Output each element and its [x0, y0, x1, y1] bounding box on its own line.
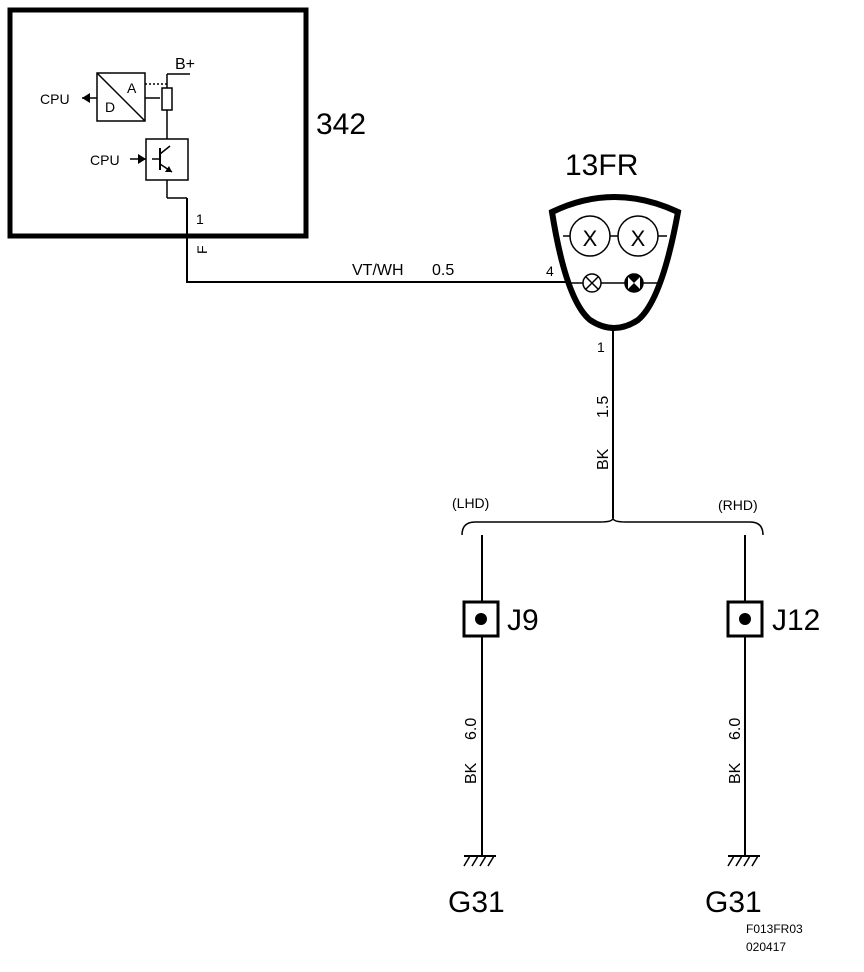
adc-label-d: D [105, 99, 115, 115]
date-code: 020417 [746, 940, 786, 954]
figure-code: F013FR03 [746, 922, 803, 936]
adc-label-a: A [127, 80, 137, 96]
lamp-pin-in: 4 [546, 263, 554, 279]
bulb-left-symbol: X [583, 226, 598, 251]
branch-right-label: (RHD) [718, 497, 758, 513]
splice-left-label: J9 [507, 604, 539, 637]
left-wire-size: 6.0 [463, 718, 480, 740]
signal-wire-color: VT/WH [352, 262, 404, 279]
right-wire-size: 6.0 [727, 718, 744, 740]
ground-left-icon [463, 855, 496, 867]
ground-left-label: G31 [448, 886, 505, 919]
lamp-housing [548, 194, 682, 331]
ground-trunk-size: 1.5 [595, 396, 612, 418]
lamp-13fr: X X [548, 194, 682, 331]
branch-left-label: (LHD) [452, 495, 489, 511]
adc-block: A D [96, 72, 146, 122]
bulb-left-icon [569, 215, 611, 257]
transistor-driver [145, 138, 189, 181]
branch-brace [461, 517, 764, 536]
right-wire-color: BK [727, 762, 744, 784]
cpu-in-label: CPU [90, 152, 120, 168]
pullup-resistor [161, 87, 173, 111]
ground-trunk-color: BK [595, 448, 612, 470]
ground-right-icon [727, 855, 760, 867]
module-box [7, 7, 309, 239]
module-id: 342 [316, 108, 366, 141]
right-branch: 6.0 BK [726, 535, 764, 867]
lamp-id: 13FR [565, 149, 638, 182]
module-pin-code: F [194, 245, 210, 254]
module-supply-label: B+ [175, 56, 195, 73]
bulb-right-icon [617, 215, 659, 257]
cpu-out-label: CPU [40, 91, 70, 107]
indicator-right-icon [624, 273, 644, 293]
left-branch: 6.0 BK [462, 535, 500, 867]
arrow-right-icon [138, 154, 146, 164]
left-wire-color: BK [463, 762, 480, 784]
module-342: B+ A D CPU CPU [7, 7, 309, 254]
signal-wire [186, 236, 570, 283]
signal-wire-size: 0.5 [432, 262, 454, 279]
splice-right-label: J12 [772, 604, 820, 637]
bulb-right-symbol: X [631, 226, 646, 251]
lamp-pin-ground: 1 [597, 339, 605, 355]
module-pin-number: 1 [196, 211, 204, 227]
arrow-left-icon [82, 93, 90, 103]
ground-right-label: G31 [705, 886, 762, 919]
indicator-left-icon [582, 273, 602, 293]
